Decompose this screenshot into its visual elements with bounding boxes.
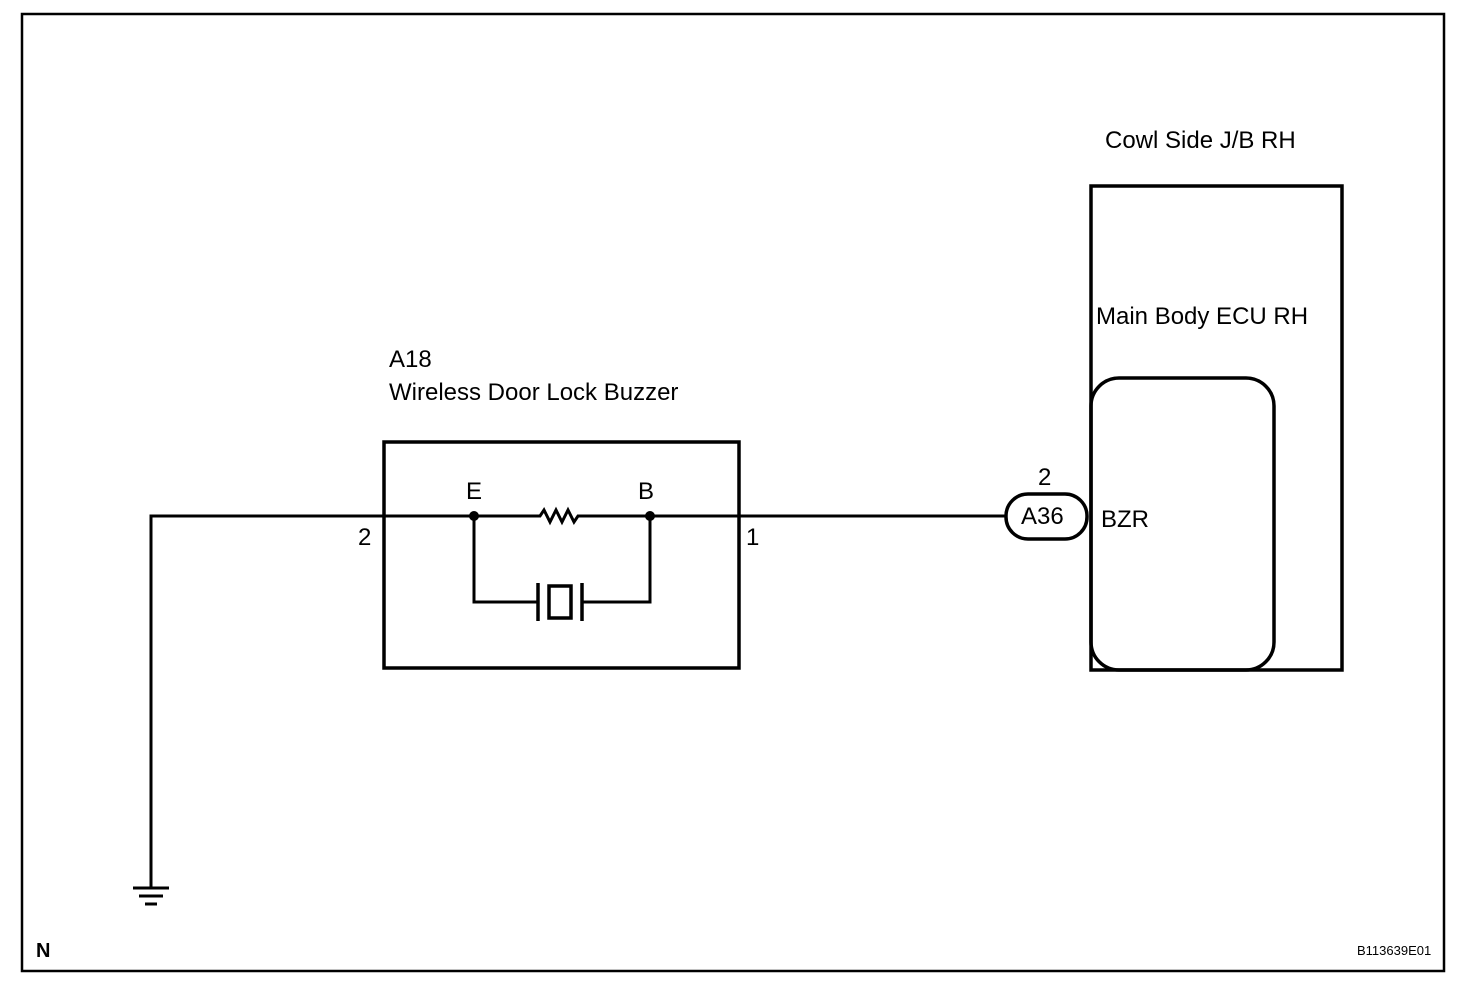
- piezo-element-icon: [536, 583, 584, 621]
- connector-pin-number: 2: [1038, 464, 1051, 491]
- ecu-terminal-label: BZR: [1101, 506, 1149, 533]
- jb-title: Cowl Side J/B RH: [1105, 127, 1296, 154]
- resistor-symbol: [474, 506, 650, 526]
- ground-label: N: [36, 940, 50, 962]
- diagram-frame: [20, 12, 1446, 973]
- buzzer-name: Wireless Door Lock Buzzer: [389, 379, 678, 406]
- buzzer-box: [382, 440, 741, 670]
- buzzer-pin-left: 2: [358, 524, 371, 551]
- buzzer-pin-right: 1: [746, 524, 759, 551]
- connector-code: A36: [1021, 503, 1064, 530]
- ecu-box: [1089, 376, 1276, 672]
- buzzer-terminal-e: E: [466, 478, 482, 505]
- piezo-branch-wire: [472, 516, 652, 604]
- buzzer-terminal-b: B: [638, 478, 654, 505]
- ground-icon: [133, 886, 169, 906]
- wire-ground: [149, 514, 474, 888]
- figure-id: B113639E01: [1357, 943, 1431, 958]
- jb-box: [1089, 184, 1344, 672]
- ecu-name: Main Body ECU RH: [1096, 303, 1308, 330]
- buzzer-code: A18: [389, 346, 432, 373]
